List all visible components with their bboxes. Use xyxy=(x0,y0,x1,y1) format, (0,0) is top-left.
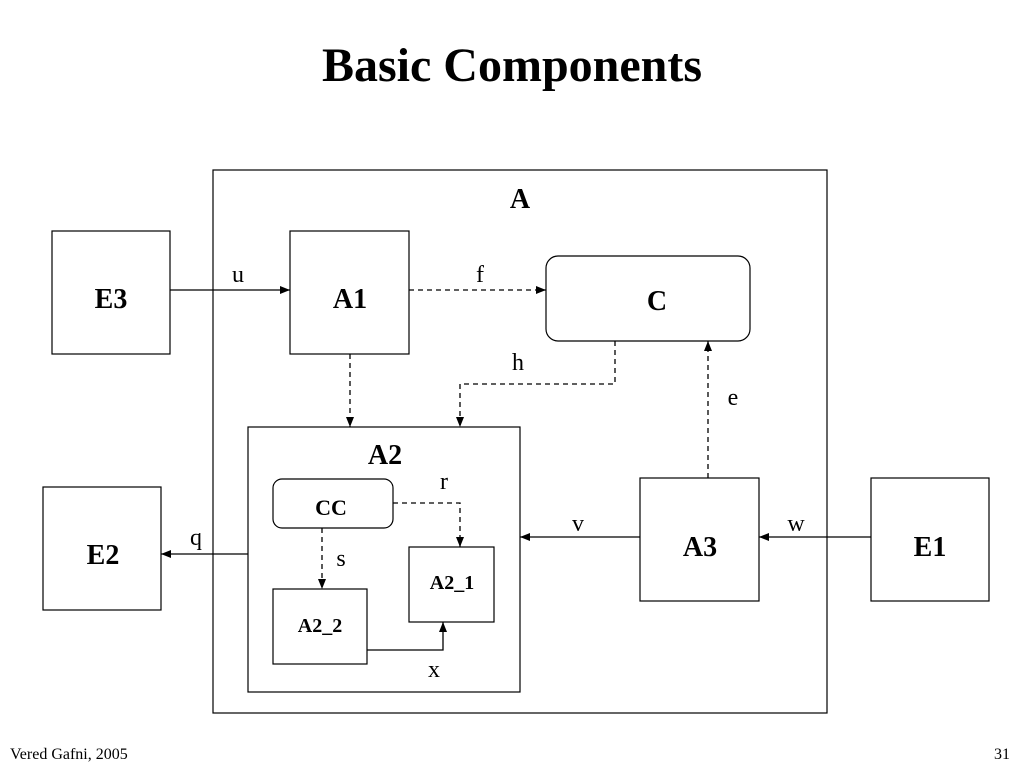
node-a2-2-box xyxy=(272,588,368,665)
edge-u-label: u xyxy=(232,262,244,288)
node-a2-1-box xyxy=(408,546,495,623)
slide-title: Basic Components xyxy=(321,39,703,92)
edge-r-label: r xyxy=(440,469,448,495)
edge-s-label: s xyxy=(336,546,345,572)
edge-f-label: f xyxy=(476,262,484,288)
node-a1-label: A1 xyxy=(333,284,367,315)
edge-x-arrow xyxy=(367,622,447,651)
node-c-label: C xyxy=(647,286,667,317)
edge-r-arrow xyxy=(393,502,464,547)
container-a-label: A xyxy=(510,184,531,215)
node-e2-label: E2 xyxy=(87,540,120,571)
node-c-box xyxy=(545,255,751,342)
node-e1-label: E1 xyxy=(914,532,947,563)
node-a2-2-label: A2_2 xyxy=(298,615,342,637)
node-a2-1-label: A2_1 xyxy=(430,572,474,594)
edge-w-label: w xyxy=(787,511,805,537)
node-e2-box xyxy=(42,486,162,611)
node-e3-label: E3 xyxy=(95,284,128,315)
node-a2-label: A2 xyxy=(368,440,402,471)
edge-q-label: q xyxy=(190,525,202,551)
edge-e-label: e xyxy=(728,385,739,411)
edge-x-label: x xyxy=(428,657,440,683)
edge-h-label: h xyxy=(512,350,524,376)
edge-h-arrow xyxy=(456,341,616,427)
footer-page-number: 31 xyxy=(994,746,1010,763)
node-a3-label: A3 xyxy=(683,532,717,563)
node-a2-box xyxy=(247,426,521,693)
footer-author: Vered Gafni, 2005 xyxy=(10,746,128,763)
node-cc-label: CC xyxy=(315,495,347,520)
edge-v-label: v xyxy=(572,511,584,537)
node-e1-box xyxy=(870,477,990,602)
node-e3-box xyxy=(51,230,171,355)
container-a-box xyxy=(212,169,828,714)
